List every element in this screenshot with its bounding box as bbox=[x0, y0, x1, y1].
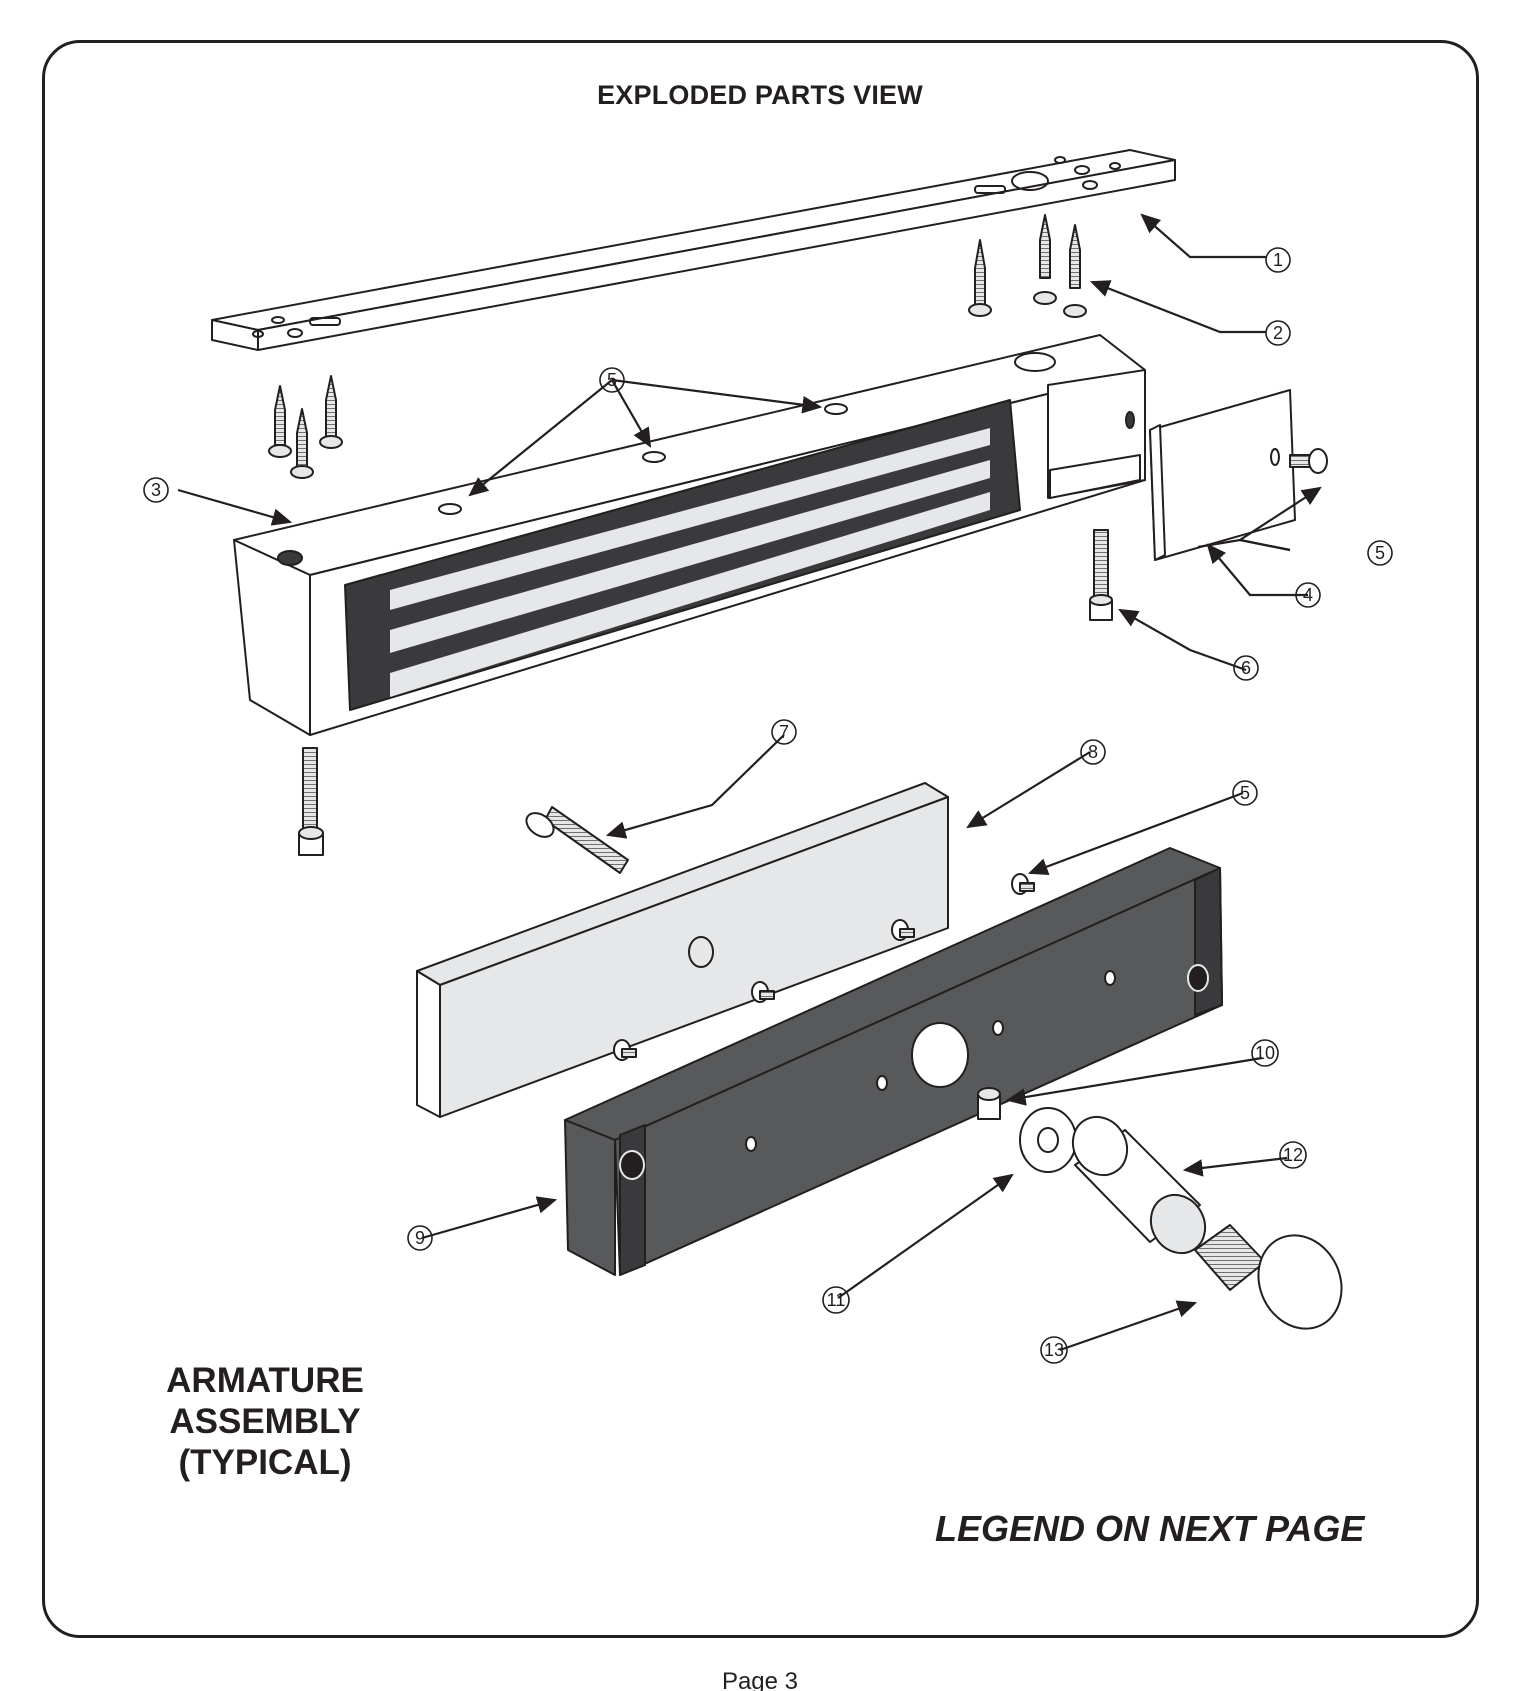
svg-text:1: 1 bbox=[1273, 250, 1283, 270]
armature-small-screws bbox=[613, 873, 1035, 1061]
callouts: 1 2 3 5 5 4 6 7 8 5 9 10 11 12 13 bbox=[143, 247, 1393, 1364]
sleeve bbox=[1071, 1115, 1207, 1255]
armature-label-line-2: ASSEMBLY bbox=[169, 1402, 361, 1441]
svg-text:5: 5 bbox=[607, 370, 617, 390]
mushroom-bolt bbox=[1194, 1224, 1343, 1330]
callout-11: 11 bbox=[822, 1286, 850, 1314]
svg-text:3: 3 bbox=[151, 480, 161, 500]
set-screw-left bbox=[298, 747, 324, 856]
callout-6: 6 bbox=[1233, 655, 1259, 681]
svg-text:11: 11 bbox=[827, 1290, 846, 1310]
callout-1: 1 bbox=[1265, 247, 1291, 273]
callout-5-armature: 5 bbox=[1232, 780, 1258, 806]
callout-8: 8 bbox=[1080, 739, 1106, 765]
svg-text:2: 2 bbox=[1273, 323, 1283, 343]
callout-4: 4 bbox=[1295, 582, 1321, 608]
svg-text:6: 6 bbox=[1241, 658, 1251, 678]
page-title: EXPLODED PARTS VIEW bbox=[597, 80, 923, 110]
end-cap-screw bbox=[1289, 448, 1328, 474]
armature-label-line-1: ARMATURE bbox=[166, 1361, 364, 1400]
svg-text:7: 7 bbox=[779, 722, 789, 742]
svg-text:10: 10 bbox=[1255, 1043, 1275, 1063]
armature-label-line-3: (TYPICAL) bbox=[178, 1443, 352, 1482]
page-number: Page 3 bbox=[721, 1668, 799, 1691]
callout-10: 10 bbox=[1251, 1039, 1279, 1067]
svg-text:5: 5 bbox=[1240, 783, 1250, 803]
callout-9: 9 bbox=[407, 1225, 433, 1251]
mounting-plate bbox=[211, 149, 1176, 351]
end-cap bbox=[1149, 389, 1296, 561]
callout-3: 3 bbox=[143, 477, 169, 503]
callout-2: 2 bbox=[1265, 320, 1291, 346]
callout-13: 13 bbox=[1040, 1336, 1068, 1364]
bushing bbox=[977, 1087, 1001, 1120]
page-border bbox=[42, 40, 1479, 1638]
svg-text:4: 4 bbox=[1303, 585, 1313, 605]
legend-note: LEGEND ON NEXT PAGE bbox=[935, 1508, 1365, 1549]
svg-text:13: 13 bbox=[1044, 1340, 1064, 1360]
armature-housing bbox=[564, 847, 1223, 1276]
mounting-screws-right bbox=[968, 214, 1087, 318]
callout-7: 7 bbox=[771, 719, 797, 745]
svg-text:8: 8 bbox=[1088, 742, 1098, 762]
magnet-housing bbox=[233, 334, 1146, 736]
mounting-screws-left bbox=[268, 375, 343, 479]
armature-bolt bbox=[525, 806, 629, 874]
callout-12: 12 bbox=[1279, 1141, 1307, 1169]
svg-text:5: 5 bbox=[1375, 543, 1385, 563]
leader-lines bbox=[177, 213, 1322, 1352]
svg-text:9: 9 bbox=[415, 1228, 425, 1248]
callout-5-endcap: 5 bbox=[1367, 540, 1393, 566]
armature-plate bbox=[416, 782, 949, 1118]
washer bbox=[1019, 1107, 1077, 1173]
callout-5-top: 5 bbox=[599, 367, 625, 393]
armature-assembly-label: ARMATURE ASSEMBLY (TYPICAL) bbox=[140, 1360, 390, 1483]
set-screw-right bbox=[1089, 529, 1113, 621]
svg-text:12: 12 bbox=[1283, 1145, 1303, 1165]
